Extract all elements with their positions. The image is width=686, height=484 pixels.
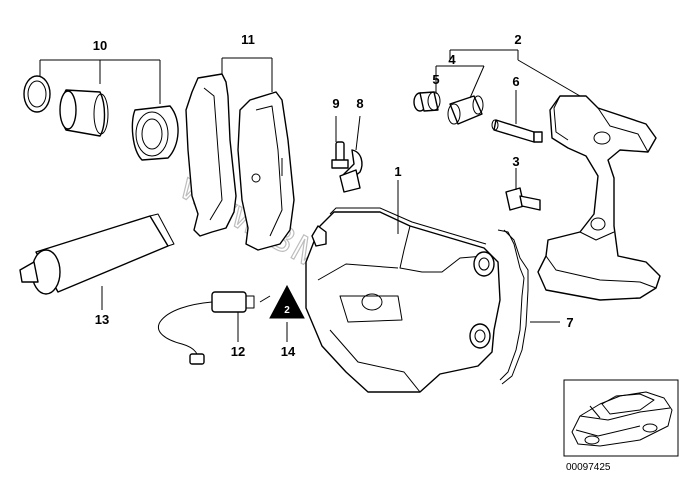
brake-pads-group — [185, 73, 295, 251]
callouts: 10 11 9 8 1 2 4 5 6 3 7 13 12 14 — [93, 32, 574, 359]
callout-14: 14 — [281, 344, 296, 359]
caliper-housing-group — [305, 207, 501, 393]
piston-kit-group — [23, 75, 179, 161]
bleed-screw-group — [331, 141, 363, 193]
callout-13: 13 — [95, 312, 109, 327]
callout-6: 6 — [512, 74, 519, 89]
vehicle-thumbnail: 00097425 — [563, 379, 679, 473]
car-icon — [571, 391, 673, 447]
grease-tube-group — [19, 213, 175, 295]
caliper-carrier-group — [537, 95, 661, 301]
callout-4: 4 — [448, 52, 456, 67]
callout-11: 11 — [241, 32, 255, 47]
callout-3: 3 — [512, 154, 519, 169]
callout-9: 9 — [332, 96, 339, 111]
reference-number: 00097425 — [566, 462, 611, 473]
callout-12: 12 — [231, 344, 245, 359]
warning-label: 2 — [284, 305, 290, 316]
guide-pin-kit-group — [413, 91, 543, 143]
guide-bolt-group — [505, 187, 541, 211]
callout-8: 8 — [356, 96, 363, 111]
callout-7: 7 — [566, 315, 573, 330]
leader-lines — [39, 49, 581, 342]
anti-rattle-spring-group — [497, 229, 529, 385]
warning-triangle-group: 2 — [269, 284, 305, 319]
wear-sensor-group — [158, 291, 255, 365]
callout-10: 10 — [93, 38, 107, 53]
callout-2: 2 — [514, 32, 521, 47]
callout-5: 5 — [432, 72, 439, 87]
callout-1: 1 — [394, 164, 401, 179]
